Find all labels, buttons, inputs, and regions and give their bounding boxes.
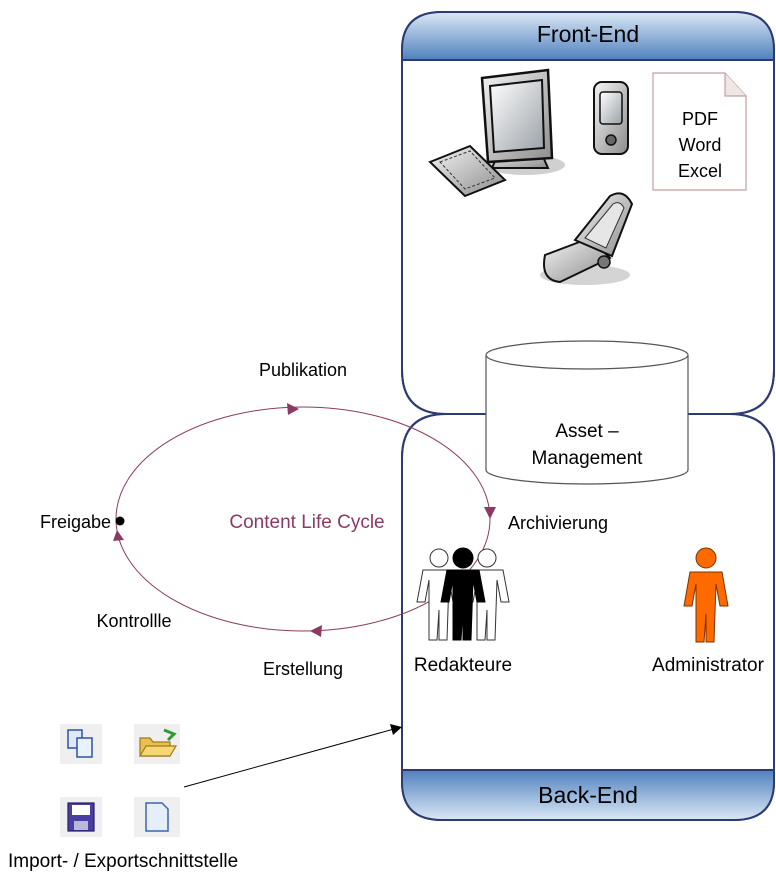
- save-disk-icon: [60, 797, 102, 837]
- asset-management-label-2: Management: [532, 448, 644, 469]
- open-folder-icon: [134, 724, 180, 764]
- stage-erstellung: Erstellung: [263, 659, 343, 679]
- asset-management-database: Asset – Management: [485, 340, 689, 485]
- asset-management-label-1: Asset –: [555, 421, 619, 442]
- stage-archivierung: Archivierung: [508, 513, 608, 533]
- content-life-cycle: Content Life Cycle Publikation Archivier…: [40, 360, 608, 679]
- document-icon: PDF Word Excel: [652, 72, 747, 191]
- backend-footer-bar: [402, 770, 774, 820]
- administrator-icon: Administrator: [652, 547, 765, 676]
- arrow-publikation: [287, 403, 299, 415]
- arrow-kontrolle: [113, 530, 124, 541]
- new-document-icon: [134, 797, 180, 837]
- redakteure-icon: Redakteure: [414, 547, 512, 676]
- redakteure-label: Redakteure: [414, 655, 512, 676]
- stage-kontrolle: Kontrollle: [96, 611, 171, 631]
- desktop-computer-icon: [428, 68, 565, 198]
- frontend-title: Front-End: [537, 21, 639, 47]
- administrator-label: Administrator: [652, 655, 765, 676]
- import-export-icons: Import- / Exportschnittstelle: [8, 724, 238, 872]
- interface-to-backend-arrow: [183, 724, 402, 788]
- copy-icon: [60, 724, 102, 764]
- arrow-archivierung: [484, 507, 496, 519]
- life-cycle-title: Content Life Cycle: [229, 512, 384, 533]
- freigabe-point: [115, 516, 125, 526]
- backend-title: Back-End: [538, 782, 638, 808]
- stage-freigabe: Freigabe: [40, 512, 111, 532]
- stage-publikation: Publikation: [259, 360, 347, 380]
- document-format-excel: Excel: [678, 161, 722, 181]
- mobile-phone-icon: [540, 192, 634, 285]
- backend-panel: Back-End: [401, 413, 775, 821]
- arrow-erstellung: [310, 625, 322, 637]
- import-export-label: Import- / Exportschnittstelle: [8, 851, 238, 872]
- document-format-pdf: PDF: [682, 109, 718, 129]
- document-format-word: Word: [679, 135, 722, 155]
- pda-icon: [593, 81, 629, 155]
- frontend-header-bar: [402, 12, 774, 60]
